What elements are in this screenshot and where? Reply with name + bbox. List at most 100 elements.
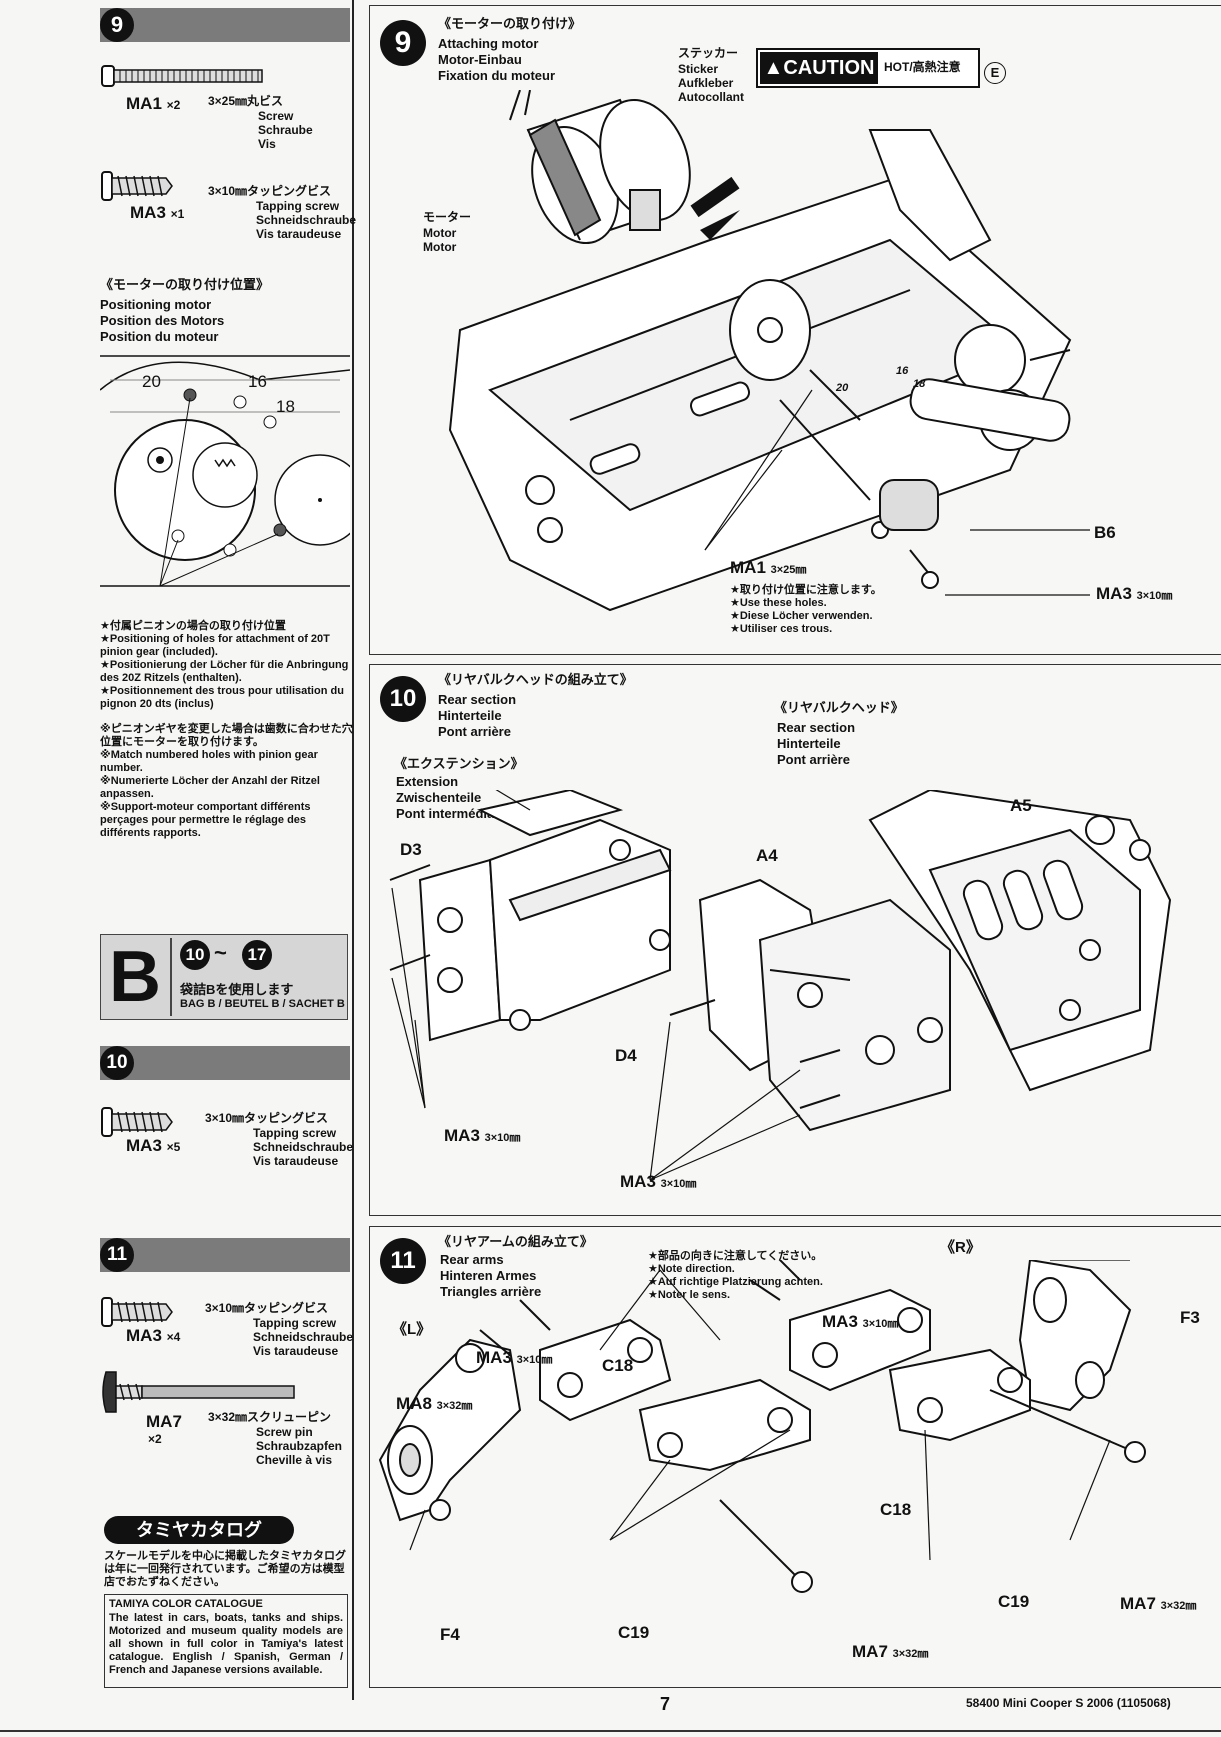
- part-d4: D4: [615, 1046, 637, 1065]
- step10-ma3-t1: Tapping screw: [253, 1126, 337, 1140]
- catalog-title: TAMIYA COLOR CATALOGUE: [109, 1598, 263, 1610]
- part-c18-left: C18: [602, 1356, 634, 1375]
- step10-ma3-code: MA3 ×5: [126, 1136, 181, 1155]
- screw-ma3-step11-icon: [101, 1297, 173, 1327]
- panel11-title-fr: Triangles arrière: [440, 1284, 542, 1299]
- position-notes: ★付属ピニオンの場合の取り付け位置 ★Positioning of holes …: [100, 620, 353, 839]
- part-c19-right: C19: [998, 1592, 1030, 1611]
- panel9-num-18: 18: [913, 378, 926, 390]
- step10-header-band: [100, 1046, 350, 1080]
- panel9-notes: ★取り付け位置に注意します。 ★Use these holes. ★Diese …: [730, 584, 882, 635]
- ma3-t1: Tapping screw: [256, 199, 340, 213]
- screw-ma3-step10-icon: [101, 1107, 173, 1137]
- bag-b-jp: 袋詰Bを使用します: [180, 982, 294, 997]
- rear-section-en: Rear section: [777, 720, 856, 735]
- panel11-ma8: MA8 3×32㎜: [396, 1394, 473, 1413]
- catalog-body: The latest in cars, boats, tanks and shi…: [109, 1612, 343, 1676]
- step11-ma3-spec: 3×10㎜タッピングビス: [205, 1301, 329, 1315]
- ma3-t2: Schneidschraube: [256, 213, 357, 227]
- step10-ma3-spec: 3×10㎜タッピングビス: [205, 1111, 329, 1125]
- screw-ma1-icon: [101, 65, 263, 87]
- step10-ma3-t3: Vis taraudeuse: [253, 1154, 339, 1168]
- part-d3: D3: [400, 840, 422, 859]
- panel10-title-en: Rear section: [438, 692, 517, 707]
- footer-code: 58400 Mini Cooper S 2006 (1105068): [966, 1696, 1171, 1710]
- panel11-notes: ★部品の向きに注意してください。 ★Note direction. ★Auf r…: [648, 1250, 823, 1301]
- catalog-box: TAMIYA COLOR CATALOGUE The latest in car…: [104, 1594, 348, 1688]
- bag-b-en: BAG B / BEUTEL B / SACHET B: [180, 998, 345, 1010]
- panel9-title-fr: Fixation du moteur: [438, 68, 555, 83]
- step11-ma7-qty: ×2: [148, 1432, 162, 1446]
- panel9-b6: B6: [1094, 523, 1116, 542]
- page-number: 7: [660, 1694, 671, 1714]
- extension-jp: 《エクステンション》: [394, 756, 524, 771]
- panel11-title-jp: 《リヤアームの組み立て》: [438, 1234, 593, 1249]
- panel9-num-16: 16: [896, 365, 909, 377]
- step10-ma3-t2: Schneidschraube: [253, 1140, 354, 1154]
- sticker-de: Aufkleber: [678, 76, 734, 90]
- motor-label-de: Motor: [423, 240, 457, 254]
- part-a4: A4: [756, 846, 778, 865]
- hole-num-20: 20: [142, 372, 161, 391]
- step11-ma3-t1: Tapping screw: [253, 1316, 337, 1330]
- bag-b-to-badge: 17: [242, 940, 272, 970]
- catalog-header: タミヤカタログ: [104, 1516, 294, 1544]
- panel11-title-en: Rear arms: [440, 1252, 504, 1267]
- panel11-ma3-right: MA3 3×10㎜: [822, 1312, 899, 1331]
- panel9-ma3: MA3 3×10㎜: [1096, 584, 1173, 603]
- ma3-t3: Vis taraudeuse: [256, 227, 342, 241]
- bag-b-divider: [170, 938, 172, 1016]
- motor-label-jp: モーター: [423, 210, 472, 224]
- sticker-jp: ステッカー: [678, 46, 739, 60]
- rear-arms-illustration: [378, 1260, 1146, 1593]
- sticker-fr: Autocollant: [678, 90, 744, 104]
- part-a5: A5: [1010, 796, 1032, 815]
- sticker-en: Sticker: [678, 62, 719, 76]
- panel10-title-de: Hinterteile: [438, 708, 502, 723]
- panel9-title-de: Motor-Einbau: [438, 52, 522, 67]
- motor-position-diagram: [100, 355, 350, 587]
- step11-ma7-t3: Cheville à vis: [256, 1453, 333, 1467]
- position-title-en: Positioning motor: [100, 297, 212, 312]
- step11-ma3-t3: Vis taraudeuse: [253, 1344, 339, 1358]
- left-column-divider: [352, 0, 354, 1700]
- panel11-ma7-left: MA7 3×32㎜: [852, 1642, 929, 1661]
- panel9-title-jp: 《モーターの取り付け》: [438, 16, 582, 31]
- screw-pin-ma7-icon: [102, 1371, 295, 1413]
- panel10-title-jp: 《リヤバルクヘッドの組み立て》: [438, 672, 633, 687]
- panel9-badge: 9: [380, 20, 426, 66]
- panel11-ma3-left: MA3 3×10㎜: [476, 1348, 553, 1367]
- caution-hot: HOT/高熱注意: [884, 60, 961, 74]
- rear-section-de: Hinterteile: [777, 736, 841, 751]
- page-bottom-edge: [0, 1730, 1221, 1732]
- catalog-jp-text: スケールモデルを中心に掲載したタミヤカタログは年に一回発行されています。ご希望の…: [104, 1550, 346, 1588]
- ma1-code: MA1 ×2: [126, 94, 181, 113]
- motor-assembly-illustration: [448, 90, 1090, 612]
- side-l-label: 《L》: [392, 1321, 432, 1338]
- extension-en: Extension: [396, 774, 459, 789]
- hole-num-18: 18: [276, 397, 295, 416]
- ma3-code: MA3 ×1: [130, 203, 185, 222]
- ma1-t3: Vis: [258, 137, 276, 151]
- extension-de: Zwischenteile: [396, 790, 482, 805]
- side-r-label: 《R》: [940, 1239, 981, 1256]
- panel9-ma1: MA1 3×25㎜: [730, 558, 807, 577]
- step11-ma7-code: MA7: [146, 1412, 182, 1431]
- step9-badge: 9: [100, 8, 134, 42]
- hole-num-16: 16: [248, 372, 267, 391]
- panel10-ma3-a: MA3 3×10㎜: [444, 1126, 521, 1145]
- rear-section-fr: Pont arrière: [777, 752, 850, 767]
- ma1-t2: Schraube: [258, 123, 313, 137]
- step11-badge: 11: [100, 1238, 134, 1272]
- ma1-spec: 3×25㎜丸ビス: [208, 94, 284, 108]
- position-title-jp: 《モーターの取り付け位置》: [100, 277, 270, 292]
- ma1-t1: Screw: [258, 109, 294, 123]
- part-c19-left: C19: [618, 1623, 650, 1642]
- part-f4: F4: [440, 1625, 460, 1644]
- panel9-num-20: 20: [836, 382, 849, 394]
- bag-b-letter: B: [109, 937, 161, 1017]
- step11-ma3-code: MA3 ×4: [126, 1326, 181, 1345]
- panel11-badge: 11: [380, 1238, 426, 1284]
- panel10-title-fr: Pont arrière: [438, 724, 511, 739]
- panel11-title-de: Hinteren Armes: [440, 1268, 537, 1283]
